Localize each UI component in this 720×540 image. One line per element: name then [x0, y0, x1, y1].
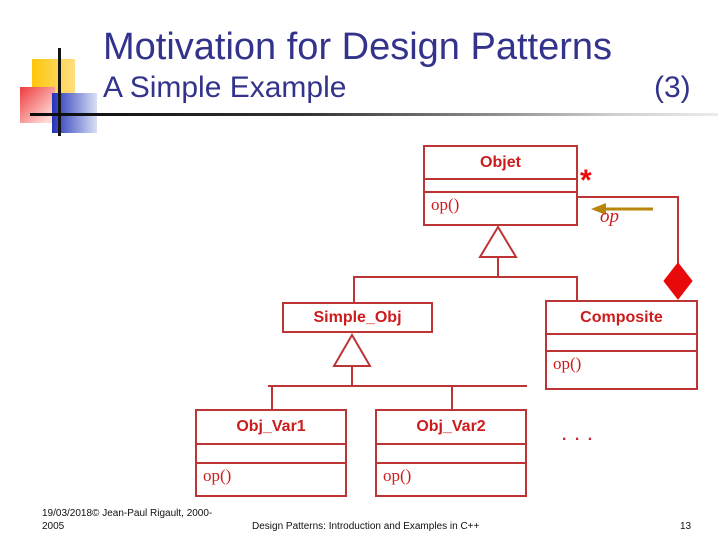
class-name: Simple_Obj	[313, 308, 402, 326]
footer-copyright: 19/03/2018© Jean-Paul Rigault, 2000-2005	[42, 508, 213, 532]
uml-class-obj-var1: Obj_Var1 op()	[195, 409, 347, 497]
operation-label: op()	[425, 191, 576, 224]
class-name: Composite	[580, 308, 663, 326]
delegation-arrowhead-icon	[591, 203, 606, 215]
inheritance-triangle-icon	[478, 225, 518, 258]
class-name: Obj_Var1	[236, 418, 306, 435]
uml-class-simple-obj: Simple_Obj	[282, 302, 433, 333]
uml-class-obj-var2: Obj_Var2 op()	[375, 409, 527, 497]
class-name: Obj_Var2	[416, 418, 486, 435]
header-divider-rule	[30, 113, 718, 116]
attributes-compartment	[377, 443, 525, 462]
footer-title: Design Patterns: Introduction and Exampl…	[252, 521, 480, 532]
logo-vertical-line	[58, 48, 61, 136]
uml-class-objet: Objet op()	[423, 145, 578, 226]
attributes-compartment	[197, 443, 345, 462]
multiplicity-star: *	[580, 164, 592, 197]
slide-subtitle: A Simple Example	[103, 71, 347, 104]
inheritance-triangle-icon	[332, 333, 372, 367]
class-name: Objet	[480, 153, 521, 171]
association-role-label: op	[600, 206, 619, 227]
slide-title: Motivation for Design Patterns	[103, 26, 613, 68]
more-subclasses-ellipsis: . . .	[562, 427, 595, 444]
operation-label: op()	[197, 462, 345, 495]
attributes-compartment	[425, 178, 576, 191]
attributes-compartment	[547, 333, 696, 350]
logo-red-square	[20, 87, 55, 123]
operation-label: op()	[377, 462, 525, 495]
footer-page-number: 13	[680, 521, 692, 532]
uml-class-composite: Composite op()	[545, 300, 698, 390]
composition-diamond-icon	[663, 262, 693, 300]
slide-index: (3)	[654, 71, 691, 104]
operation-label: op()	[547, 350, 696, 388]
